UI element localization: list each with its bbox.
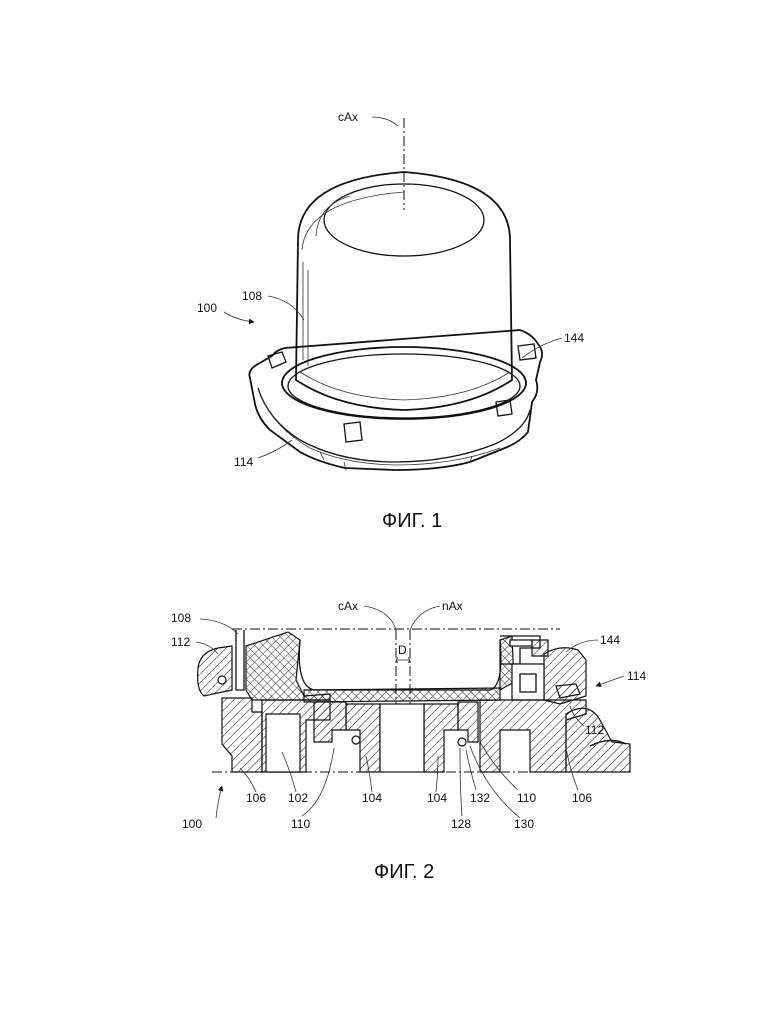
label-nax-fig2: nAx [442,599,463,613]
label-104-left: 104 [362,791,382,805]
caption-figure-2: ФИГ. 2 [374,861,434,883]
label-D: D [398,643,407,657]
leader-cax [372,117,398,126]
label-132: 132 [470,791,490,805]
label-106-right: 106 [572,791,592,805]
leader-108 [268,296,304,320]
canister-wall-left [236,630,244,690]
filter-canister [296,172,512,410]
label-112-right: 112 [585,723,604,737]
label-108-fig2: 108 [171,611,191,625]
label-100: 100 [197,301,217,315]
label-100-fig2: 100 [182,817,202,831]
sleeve-right-110 [458,702,478,742]
label-104-right: 104 [427,791,447,805]
label-130: 130 [514,817,534,831]
figure-2: D cAx nAx 108 112 144 114 112 106 102 10… [171,599,646,883]
leader-100-arrow [224,312,254,322]
label-144: 144 [564,331,584,345]
figure-1: cAx 108 100 144 114 ФИГ. 1 [197,110,584,532]
sleeve-left-110 [314,702,346,742]
label-114-fig2: 114 [627,669,646,683]
label-110-right: 110 [517,791,536,805]
housing-left [222,698,262,772]
label-108: 108 [242,289,262,303]
label-144-fig2: 144 [600,633,620,647]
label-114: 114 [234,455,253,469]
bore-right-104 [424,704,458,772]
label-128: 128 [451,817,471,831]
label-110-left: 110 [291,817,310,831]
seal-ring-left [198,646,232,696]
label-112-left: 112 [171,635,190,649]
bore-left-104 [346,704,380,772]
caption-figure-1: ФИГ. 1 [382,510,442,532]
label-102: 102 [288,791,308,805]
leader-100-fig2-arrow [216,786,222,818]
label-cax: cAx [338,110,358,124]
label-106-left: 106 [246,791,266,805]
label-cax-fig2: cAx [338,599,358,613]
